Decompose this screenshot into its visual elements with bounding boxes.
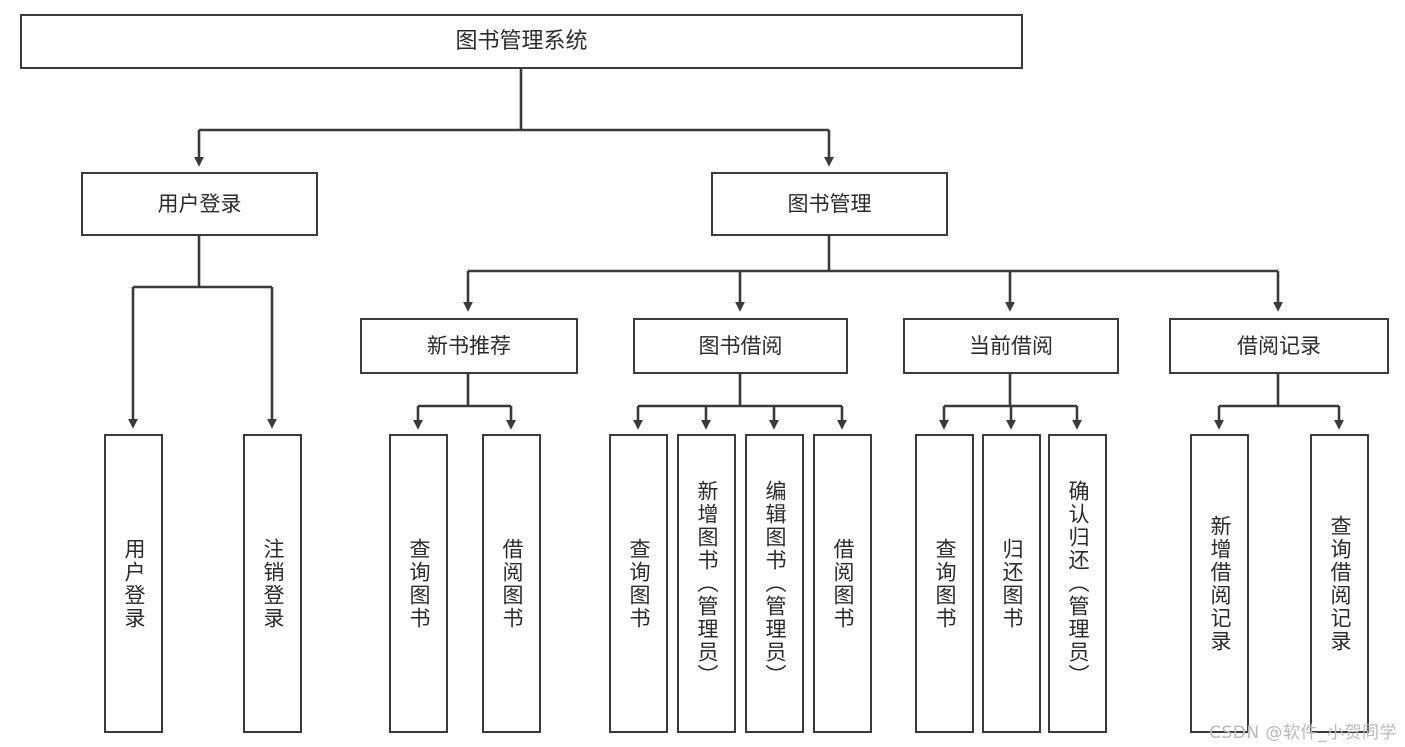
watermark: CSDN @软件_小贺同学 xyxy=(1209,723,1397,743)
node-label: 查询借阅记录 xyxy=(1328,514,1352,653)
node-label: 用户登录 xyxy=(157,191,242,216)
leaf-user-login-login[interactable]: 用户登录 xyxy=(104,434,163,733)
leaf-current-return-book[interactable]: 归还图书 xyxy=(982,434,1041,733)
node-current-borrow[interactable]: 当前借阅 xyxy=(903,318,1119,374)
node-label: 注销登录 xyxy=(261,537,285,630)
node-new-book-recommend[interactable]: 新书推荐 xyxy=(360,318,578,374)
node-book-management[interactable]: 图书管理 xyxy=(711,172,948,236)
node-label: 新增借阅记录 xyxy=(1208,514,1232,653)
leaf-borrow-query-book[interactable]: 查询图书 xyxy=(609,434,668,733)
leaf-borrow-borrow-book[interactable]: 借阅图书 xyxy=(813,434,872,733)
leaf-new-book-borrow[interactable]: 借阅图书 xyxy=(482,434,541,733)
node-label: 图书管理系统 xyxy=(455,28,588,54)
leaf-current-confirm-return-admin[interactable]: 确认归还（管理员） xyxy=(1048,434,1107,733)
node-root-system[interactable]: 图书管理系统 xyxy=(20,14,1023,69)
node-borrow-records[interactable]: 借阅记录 xyxy=(1169,318,1389,374)
node-label: 归还图书 xyxy=(1000,537,1024,630)
node-label: 新书推荐 xyxy=(427,333,511,358)
node-user-login[interactable]: 用户登录 xyxy=(81,172,318,236)
node-label: 查询图书 xyxy=(627,537,651,630)
node-label: 图书借阅 xyxy=(698,333,783,358)
node-label: 查询图书 xyxy=(407,537,431,630)
leaf-new-book-query[interactable]: 查询图书 xyxy=(389,434,448,733)
leaf-user-login-logout[interactable]: 注销登录 xyxy=(243,434,302,733)
node-label: 借阅图书 xyxy=(500,537,524,630)
leaf-current-query-book[interactable]: 查询图书 xyxy=(915,434,974,733)
node-label: 图书管理 xyxy=(787,191,872,216)
node-label: 编辑图书（管理员） xyxy=(763,480,787,687)
node-label: 查询图书 xyxy=(933,537,957,630)
node-label: 借阅图书 xyxy=(831,537,855,630)
leaf-records-query-record[interactable]: 查询借阅记录 xyxy=(1310,434,1369,733)
node-label: 当前借阅 xyxy=(969,333,1053,358)
node-label: 新增图书（管理员） xyxy=(695,480,719,687)
leaf-borrow-add-book-admin[interactable]: 新增图书（管理员） xyxy=(677,434,736,733)
node-label: 用户登录 xyxy=(122,537,146,630)
leaf-borrow-edit-book-admin[interactable]: 编辑图书（管理员） xyxy=(745,434,804,733)
node-label: 确认归还（管理员） xyxy=(1066,480,1090,687)
node-book-borrow[interactable]: 图书借阅 xyxy=(633,318,848,374)
leaf-records-add-record[interactable]: 新增借阅记录 xyxy=(1190,434,1249,733)
node-label: 借阅记录 xyxy=(1237,333,1321,358)
